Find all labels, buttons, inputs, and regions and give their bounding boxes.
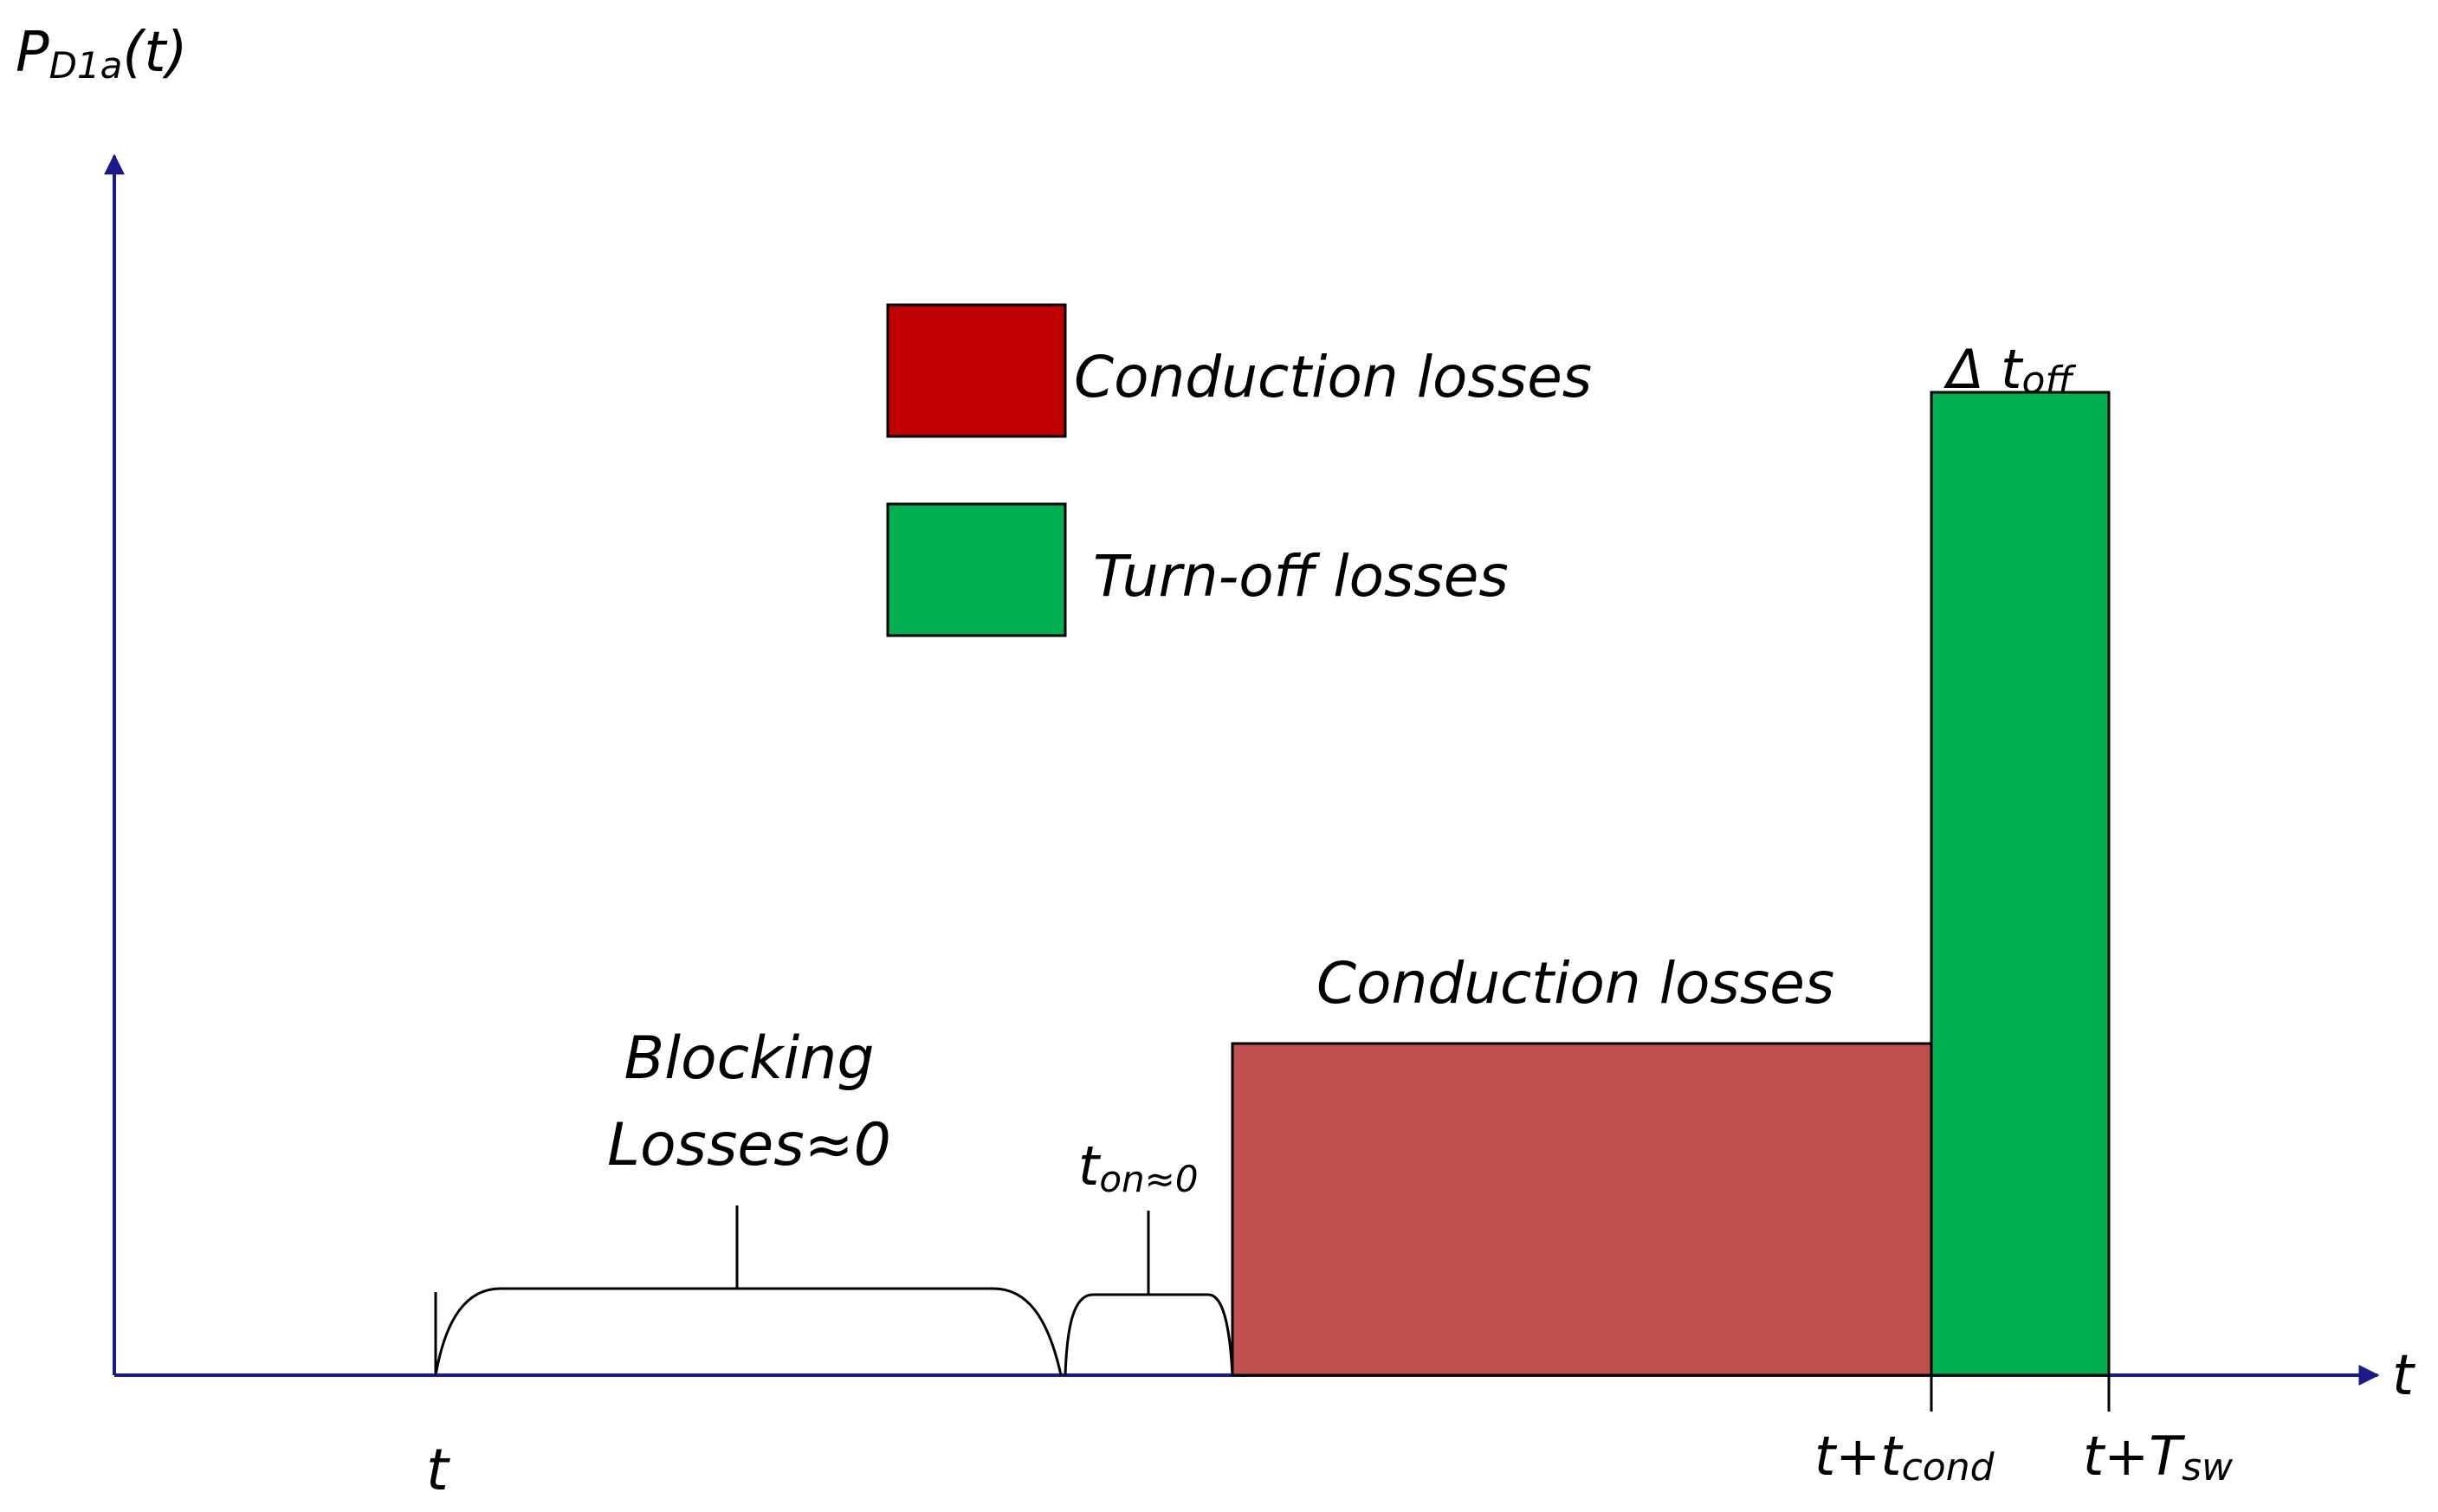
conduction-losses-label: Conduction losses	[1316, 950, 1834, 1017]
tick-label-sw: t+Tsw	[2083, 1425, 2234, 1489]
turn-on-label-sub: on≈0	[1099, 1158, 1198, 1200]
tick-label-start: t	[426, 1437, 450, 1503]
y-axis-label-main: P	[16, 21, 49, 85]
y-axis-label: PD1a(t)	[16, 21, 187, 87]
turn-off-label: Δ toff	[1943, 338, 2076, 403]
tick-label-sw-sub: sw	[2182, 1445, 2234, 1489]
legend-swatch-conduction	[886, 303, 1067, 438]
turn-on-label-main: t	[1078, 1134, 1102, 1198]
blocking-label-line1: Blocking	[624, 1024, 874, 1093]
conduction-losses-region	[1231, 1042, 1933, 1377]
turn-off-label-sub: off	[2021, 359, 2076, 403]
turn-off-label-prefix: Δ t	[1943, 338, 2024, 401]
tick-label-cond-sub: cond	[1902, 1445, 1995, 1489]
legend-swatch-turnoff	[886, 502, 1067, 637]
turn-on-label: ton≈0	[1078, 1134, 1199, 1200]
y-axis-label-sub: D1a	[49, 44, 123, 87]
legend-label-conduction: Conduction losses	[1074, 344, 1592, 410]
y-axis-label-suffix: (t)	[122, 21, 187, 85]
turn-on-bracket	[1064, 1293, 1234, 1376]
tick-label-sw-main: t+T	[2083, 1425, 2185, 1488]
legend-label-turnoff: Turn-off losses	[1093, 543, 1509, 610]
tick-label-cond: t+tcond	[1814, 1425, 1995, 1489]
tick-label-cond-main: t+t	[1814, 1425, 1904, 1488]
x-axis-label: t	[2392, 1344, 2416, 1408]
blocking-label-line2: Losses≈0	[607, 1111, 891, 1179]
turn-off-losses-region	[1930, 391, 2111, 1377]
blocking-bracket	[434, 1287, 1063, 1376]
